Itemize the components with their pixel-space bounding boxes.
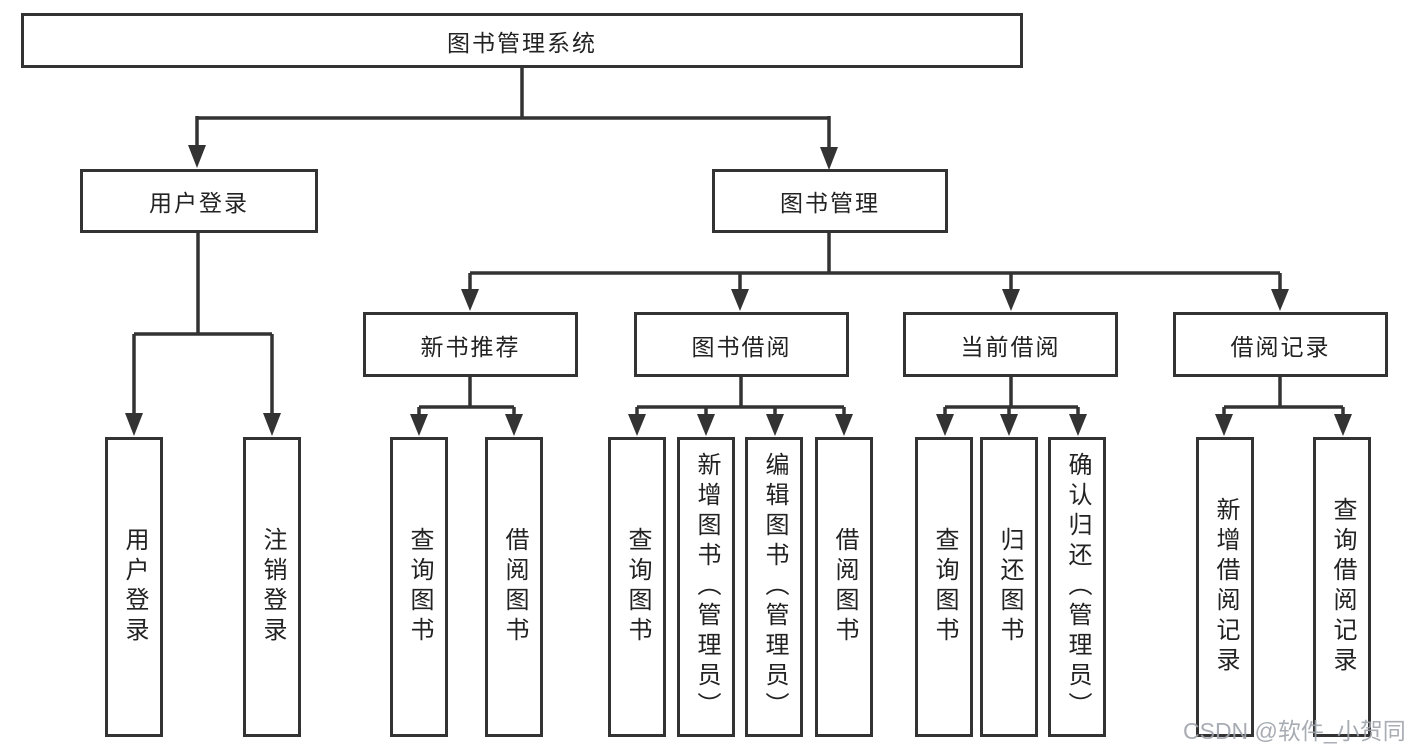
leaf-add-book-admin: 新增图书（管理员） — [677, 437, 735, 737]
leaf-edit-book-admin: 编辑图书（管理员） — [745, 437, 803, 737]
leaf-label: 借阅图书 — [501, 527, 528, 647]
leaf-query-borrow-record: 查询借阅记录 — [1313, 437, 1371, 737]
node-book-management: 图书管理 — [712, 169, 948, 233]
node-label: 图书借阅 — [691, 333, 792, 360]
leaf-label: 注销登录 — [259, 527, 286, 647]
csdn-watermark: CSDN @软件_小贺同学 — [1183, 718, 1405, 744]
node-user-login: 用户登录 — [80, 169, 318, 233]
node-label: 用户登录 — [149, 190, 249, 216]
node-label: 图书管理 — [780, 190, 880, 216]
leaf-borrow-books-borrowing: 借阅图书 — [815, 437, 873, 737]
leaf-return-books: 归还图书 — [980, 437, 1038, 737]
leaf-label: 查询图书 — [624, 527, 651, 647]
leaf-label: 确认归还（管理员） — [1064, 452, 1091, 722]
leaf-label: 新增图书（管理员） — [693, 452, 720, 722]
leaf-query-books-recommend: 查询图书 — [390, 437, 448, 737]
leaf-confirm-return-admin: 确认归还（管理员） — [1048, 437, 1106, 737]
leaf-user-login: 用户登录 — [105, 437, 163, 737]
leaf-add-borrow-record: 新增借阅记录 — [1196, 437, 1254, 737]
leaf-label: 借阅图书 — [831, 527, 858, 647]
leaf-logout: 注销登录 — [243, 437, 301, 737]
leaf-label: 用户登录 — [121, 527, 148, 647]
node-current-borrowing: 当前借阅 — [903, 312, 1118, 377]
leaf-label: 查询借阅记录 — [1329, 497, 1356, 677]
leaf-query-books-borrowing: 查询图书 — [608, 437, 666, 737]
node-library-management-system: 图书管理系统 — [21, 13, 1023, 68]
leaf-label: 编辑图书（管理员） — [761, 452, 788, 722]
node-new-book-recommendation: 新书推荐 — [363, 312, 578, 377]
node-label: 当前借阅 — [960, 333, 1061, 360]
leaf-label: 查询图书 — [931, 527, 958, 647]
leaf-label: 新增借阅记录 — [1212, 497, 1239, 677]
leaf-query-books-current: 查询图书 — [915, 437, 973, 737]
node-label: 新书推荐 — [420, 333, 521, 360]
leaf-label: 归还图书 — [996, 527, 1023, 647]
leaf-borrow-books-recommend: 借阅图书 — [485, 437, 543, 737]
node-label: 借阅记录 — [1230, 333, 1331, 360]
node-borrowing-records: 借阅记录 — [1173, 312, 1388, 377]
node-label: 图书管理系统 — [447, 29, 597, 56]
leaf-label: 查询图书 — [406, 527, 433, 647]
node-book-borrowing: 图书借阅 — [634, 312, 849, 377]
